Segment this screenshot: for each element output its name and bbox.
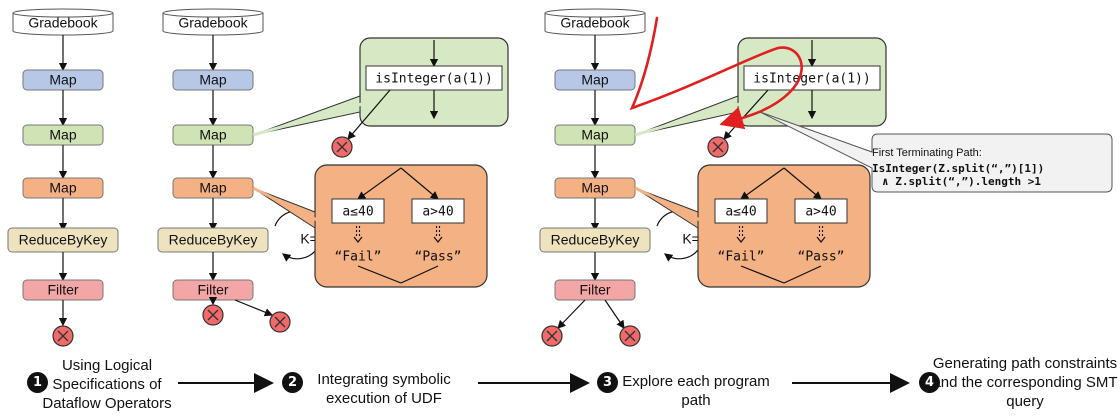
step-1-label: Using Logical Specifications of Dataflow… xyxy=(42,357,172,412)
panel3o-cond-le-box xyxy=(714,198,768,224)
col3-map-2-label: Map xyxy=(581,127,608,143)
panel3o-branch-r xyxy=(783,167,822,200)
col3-filter-label: Filter xyxy=(579,282,610,298)
step-4-label: Generating path constraints and the corr… xyxy=(932,355,1118,410)
panel2o-cond-le-box xyxy=(331,198,385,224)
panel2-isinteger-label: isInteger(a(1)) xyxy=(375,72,492,87)
panel3o-merge-l xyxy=(740,265,785,284)
col1-map-3-label: Map xyxy=(49,180,76,196)
panel3-tail-mask xyxy=(634,102,741,137)
panel3o-branch-l xyxy=(740,167,785,200)
panel2-fail-x-stroke-b xyxy=(336,141,348,153)
col3-gradebook-cylinder-body xyxy=(544,13,646,36)
panel2o-cond-le-label: a≤40 xyxy=(342,205,373,220)
step-1-number: 1 xyxy=(27,372,48,393)
col3-end-b-x-stroke-b xyxy=(624,330,636,342)
panel2o-out-fail-label: “Fail” xyxy=(335,250,382,265)
step-2-label: Integrating symbolic execution of UDF xyxy=(317,371,451,407)
col3-edge-6 xyxy=(557,299,586,329)
panel2o-merge-l xyxy=(357,265,402,284)
col3-gradebook-cylinder-top xyxy=(544,8,646,18)
col2-edge-7 xyxy=(234,299,274,317)
col1-gradebook-cylinder-top xyxy=(12,8,114,18)
col1-map-2-label: Map xyxy=(49,127,76,143)
col2-gradebook-cylinder-body xyxy=(162,13,264,36)
col2-reducebykey-label: ReduceByKey xyxy=(169,232,258,248)
col3-filter-box xyxy=(554,279,636,301)
col3-map-3-label: Map xyxy=(581,180,608,196)
panel3o-out-fail-label: “Fail” xyxy=(718,250,765,265)
col1-gradebook-cylinder-body xyxy=(12,13,114,36)
panel2o-panel xyxy=(314,164,488,288)
col3-map-1-label: Map xyxy=(581,72,608,88)
col3-edge-7 xyxy=(604,299,625,329)
col1-reducebykey-label: ReduceByKey xyxy=(19,232,108,248)
panel2o-tail-mask xyxy=(252,186,318,222)
col2-map-3-label: Map xyxy=(199,180,226,196)
callout-title: First Terminating Path: xyxy=(872,147,982,159)
panel2o-dbl-arrow-1-head xyxy=(433,236,443,243)
col2-map-1-label: Map xyxy=(199,72,226,88)
terminating-path-callout: First Terminating Path: IsInteger(Z.spli… xyxy=(872,147,1112,188)
panel3o-merge-r xyxy=(783,265,822,284)
panel3-fail-x-stroke-b xyxy=(712,141,724,153)
panel2o-branch-l xyxy=(357,167,402,200)
panel2o-out-pass-label: “Pass” xyxy=(415,250,462,265)
panel3o-cond-gt-label: a>40 xyxy=(805,205,836,220)
exploration-path-red xyxy=(629,16,803,130)
panel3o-out-pass-label: “Pass” xyxy=(798,250,845,265)
col2-end-a-x-stroke-b xyxy=(207,309,219,321)
callout-bubble xyxy=(759,111,1113,193)
col1-filter-label: Filter xyxy=(47,282,78,298)
panel2o-merge-r xyxy=(400,265,439,284)
panel3-fail-edge xyxy=(723,89,769,140)
panel2-isinteger-box xyxy=(365,65,503,91)
panel2o-cond-gt-label: a>40 xyxy=(422,205,453,220)
panel3o-panel xyxy=(697,164,871,288)
panel2-tail-mask xyxy=(252,102,363,137)
step-2-number: 2 xyxy=(282,372,303,393)
panel3-isinteger-label: isInteger(a(1)) xyxy=(753,72,870,87)
col3-gradebook-label: Gradebook xyxy=(560,15,630,31)
col3-end-a-x-stroke-b xyxy=(546,330,558,342)
col2-filter-label: Filter xyxy=(197,282,228,298)
col2-gradebook-cylinder-top xyxy=(162,8,264,18)
panel3o-dbl-arrow-0-head xyxy=(736,236,746,243)
panel2-fail-edge xyxy=(347,89,391,140)
panel2o-dbl-arrow-0-head xyxy=(353,236,363,243)
panel3o-tail-mask xyxy=(634,186,701,222)
col1-end-x-stroke-b xyxy=(57,330,69,342)
panel2o-cond-gt-box xyxy=(411,198,465,224)
col3-reducebykey-label: ReduceByKey xyxy=(551,232,640,248)
col2-end-b-x-stroke-b xyxy=(274,316,286,328)
callout-constraint-2: ∧ Z.split(“,”).length >1 xyxy=(882,175,1041,188)
panel3o-dbl-arrow-1-head xyxy=(816,236,826,243)
step-3-label: Explore each program path xyxy=(622,373,770,409)
col2-map-2-label: Map xyxy=(199,127,226,143)
panel3-isinteger-box xyxy=(743,65,881,91)
callout-constraint-1: IsInteger(Z.split(“,”)[1]) xyxy=(872,162,1045,175)
step-3-number: 3 xyxy=(597,372,618,393)
col1-gradebook-label: Gradebook xyxy=(28,15,98,31)
panel3o-cond-le-label: a≤40 xyxy=(725,205,756,220)
panel3o-cond-gt-box xyxy=(794,198,848,224)
panel2o-branch-r xyxy=(400,167,439,200)
col1-map-1-label: Map xyxy=(49,72,76,88)
col2-gradebook-label: Gradebook xyxy=(178,15,248,31)
step-4-number: 4 xyxy=(919,372,940,393)
